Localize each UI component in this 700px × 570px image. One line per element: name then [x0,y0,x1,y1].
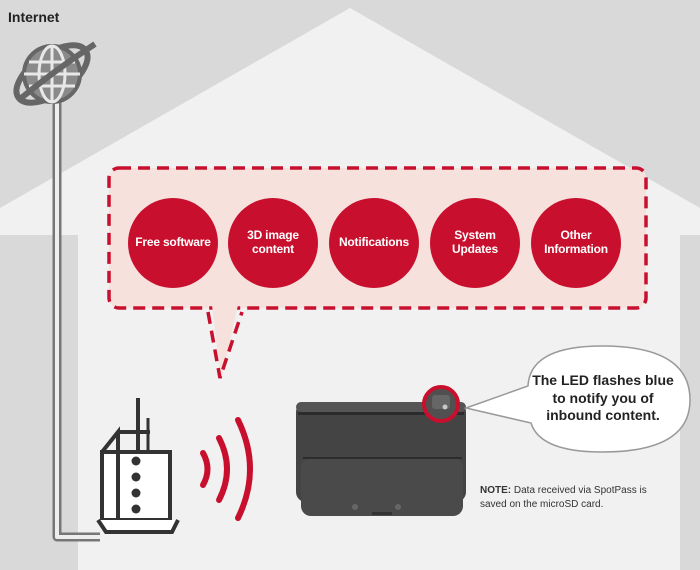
content-type-free-software: Free software [128,198,218,288]
led-indicator-icon [422,385,460,423]
content-type-label: Other Information [544,228,608,256]
content-type-label: System Updates [452,228,498,256]
wifi-waves-icon [200,417,253,521]
note-body: Data received via SpotPass is saved on t… [480,485,647,510]
router-icon [96,398,180,534]
content-type-other-information: Other Information [531,198,621,288]
content-type-3d-image: 3D image content [228,198,318,288]
content-type-system-updates: System Updates [430,198,520,288]
led-callout-text: The LED flashes blue to notify you of in… [532,372,674,423]
note-label: NOTE: [480,485,512,496]
content-type-label: Notifications [338,235,410,250]
content-type-label: 3D image content [247,228,299,256]
globe-icon [13,41,97,106]
content-type-notifications: Notifications [329,198,419,288]
note-text: NOTE: Data received via SpotPass is save… [480,484,660,511]
led-callout-bubble [463,345,691,453]
console-icon [296,402,466,516]
content-type-label: Free software [135,235,211,250]
internet-label: Internet [8,9,60,25]
